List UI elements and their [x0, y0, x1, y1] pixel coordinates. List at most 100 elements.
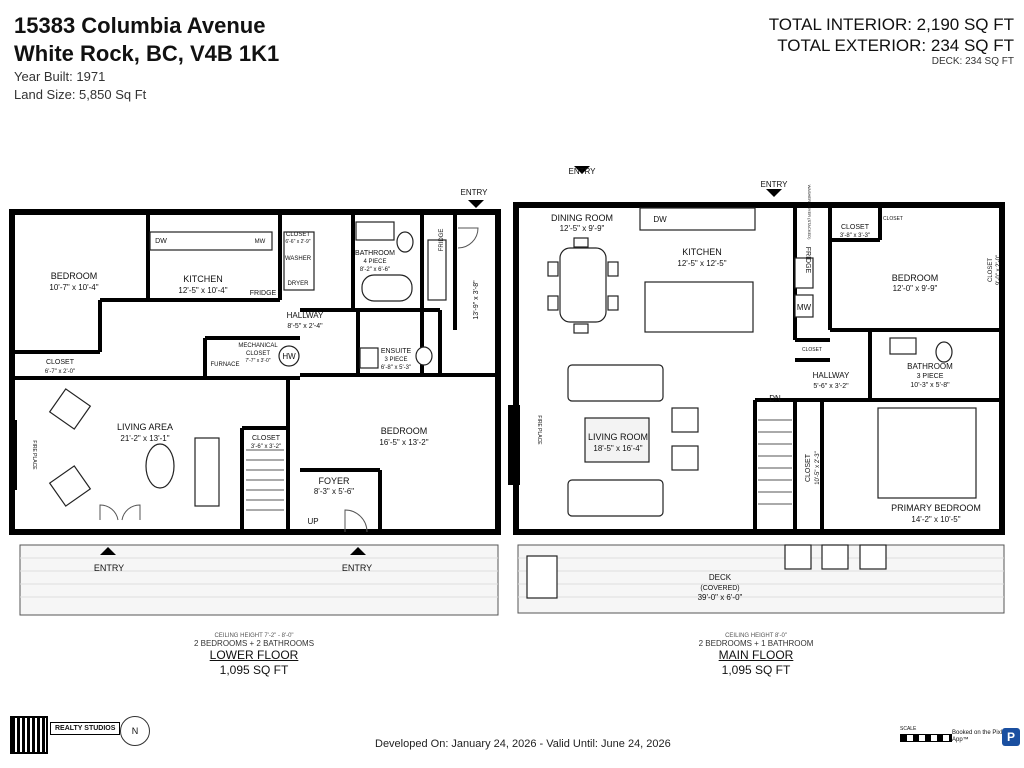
address-street: 15383 Columbia Avenue — [14, 13, 266, 38]
mf-entry-arrow-left-icon — [574, 166, 590, 174]
lf-bedroom2: BEDROOM — [381, 426, 428, 436]
mf-bathroom-dim: 10'-3" x 5'-8" — [910, 382, 950, 389]
mf-hallway-dim: 5'-6" x 3'-2" — [813, 383, 849, 390]
lf-closet-left-dim: 6'-7" x 2'-0" — [45, 369, 75, 375]
lower-floor-caption: CEILING HEIGHT 7'-2" - 8'-0" 2 BEDROOMS … — [154, 633, 354, 677]
land-size: Land Size: 5,850 Sq Ft — [14, 87, 147, 102]
mf-closet-v-dim: 10'-5" x 2'-3" — [815, 451, 821, 485]
lf-bedroom1-dim: 10'-7" x 10'-4" — [49, 283, 98, 292]
booked-on-pixlink: Booked on the Pixlink App™ — [952, 730, 1010, 743]
mf-closet-b: CLOSET — [883, 216, 903, 222]
property-meta: Year Built: 1971 Land Size: 5,850 Sq Ft — [14, 68, 146, 104]
mf-closet-right-dim: 9'-0" x 2'-0" — [996, 255, 1002, 285]
lf-entry-right: ENTRY — [342, 563, 372, 573]
lf-kitchen-label: KITCHEN — [183, 274, 223, 284]
lower-floor-plan: ENTRY BEDROOM 10'-7" x 10'-4" KITCHEN 12… — [9, 188, 501, 616]
lf-ensuite-type: 3 PIECE — [384, 357, 407, 363]
main-floor-caption: CEILING HEIGHT 8'-0" 2 BEDROOMS + 1 BATH… — [656, 633, 856, 677]
mf-dining: DINING ROOM — [551, 213, 613, 223]
lf-side-dim: 13'-9" x 3'-8" — [473, 280, 480, 320]
mf-rooms-summary: 2 BEDROOMS + 1 BATHROOM — [698, 639, 814, 648]
lf-dryer: DRYER — [288, 281, 310, 287]
lf-area: 1,095 SQ FT — [219, 663, 289, 677]
lf-entry-top: ENTRY — [461, 188, 489, 197]
lf-bedroom1-label: BEDROOM — [51, 271, 98, 281]
mf-ceiling: CEILING HEIGHT 8'-0" — [725, 633, 787, 639]
total-interior: TOTAL INTERIOR: 2,190 SQ FT — [768, 15, 1014, 34]
year-built: Year Built: 1971 — [14, 69, 106, 84]
mf-deck-dim: 39'-0" x 6'-0" — [698, 593, 743, 602]
entry-arrow-right-icon — [350, 547, 366, 555]
mf-deck-covered: (COVERED) — [700, 585, 739, 592]
lf-fridge-right: FRIDGE — [439, 229, 445, 252]
mf-dw: DW — [653, 215, 667, 224]
scale-bar — [900, 734, 952, 742]
mf-closet-a-dim: 3'-8" x 3'-3" — [840, 233, 870, 239]
lf-fireplace: FIRE PLACE — [31, 440, 37, 470]
mf-primary: PRIMARY BEDROOM — [891, 503, 981, 513]
mf-hallway: HALLWAY — [813, 371, 850, 380]
mf-area: 1,095 SQ FT — [721, 663, 791, 677]
entry-arrow-top-icon — [468, 200, 484, 208]
lf-living: LIVING AREA — [117, 422, 173, 432]
lf-closet-top: CLOSET — [286, 232, 310, 238]
lf-up: UP — [307, 517, 318, 526]
mf-bathroom-type: 3 PIECE — [917, 373, 944, 380]
mf-dining-dim: 12'-5" x 9'-9" — [560, 224, 605, 233]
lf-name: LOWER FLOOR — [209, 648, 299, 662]
mf-living: LIVING ROOM — [588, 432, 648, 442]
lf-closet-left: CLOSET — [46, 359, 75, 366]
lf-mech-dim: 7'-7" x 3'-0" — [245, 358, 270, 364]
lf-furnace: FURNACE — [210, 362, 239, 368]
lf-entry-left: ENTRY — [94, 563, 124, 573]
lf-closet-mid: CLOSET — [252, 435, 281, 442]
address-line1: 15383 Columbia Avenue White Rock, BC, V4… — [14, 12, 279, 68]
lf-living-dim: 21'-2" x 13'-1" — [120, 434, 169, 443]
address-city: White Rock, BC, V4B 1K1 — [14, 41, 280, 66]
scale-label: SCALE — [900, 726, 917, 732]
mf-washer: WASHER DRYER (STACKED) — [807, 185, 812, 240]
realty-studios-logo: REALTY STUDIOS — [50, 722, 121, 735]
mf-fireplace: FIRE PLACE — [536, 415, 542, 445]
lf-hallway: HALLWAY — [287, 311, 324, 320]
mf-kitchen-dim: 12'-5" x 12'-5" — [677, 259, 726, 268]
lf-fridge: FRIDGE — [250, 290, 277, 297]
entry-arrow-left-icon — [100, 547, 116, 555]
mf-dn: DN — [769, 394, 781, 403]
lf-ensuite: ENSUITE — [381, 348, 412, 355]
mf-closet-v: CLOSET — [805, 453, 812, 482]
lf-mech2: CLOSET — [246, 351, 270, 357]
mf-closet-small: CLOSET — [802, 347, 822, 353]
mf-entry-right: ENTRY — [761, 180, 789, 189]
mf-bedroom-dim: 12'-0" x 9'-9" — [893, 284, 938, 293]
pixlink-logo-icon: P — [1002, 728, 1020, 746]
lf-closet-mid-dim: 3'-6" x 3'-2" — [251, 444, 281, 450]
lf-foyer-dim: 8'-3" x 5'-6" — [314, 487, 354, 496]
mf-kitchen: KITCHEN — [682, 247, 722, 257]
total-exterior: TOTAL EXTERIOR: 234 SQ FT — [777, 36, 1014, 55]
mf-entry-arrow-right-icon — [766, 189, 782, 197]
lf-dw: DW — [155, 238, 167, 245]
lf-kitchen-dim: 12'-5" x 10'-4" — [178, 286, 227, 295]
mf-mw: MW — [797, 303, 812, 312]
lf-mech: MECHANICAL — [238, 343, 278, 349]
deck-area: DECK: 234 SQ FT — [931, 56, 1014, 67]
qr-code-icon — [10, 716, 48, 754]
mf-fridge: FRIDGE — [804, 247, 811, 274]
mf-closet-right: CLOSET — [988, 258, 994, 282]
mf-bathroom: BATHROOM — [907, 362, 953, 371]
mf-primary-dim: 14'-2" x 10'-5" — [911, 515, 960, 524]
lf-bathroom: BATHROOM — [355, 250, 395, 257]
lf-closet-top-dim: 6'-6" x 2'-9" — [285, 239, 310, 245]
mf-name: MAIN FLOOR — [718, 648, 794, 662]
mf-bedroom: BEDROOM — [892, 273, 939, 283]
lf-bathroom-type: 4 PIECE — [363, 259, 386, 265]
lf-bedroom2-dim: 16'-5" x 13'-2" — [379, 438, 428, 447]
main-floor-plan: ENTRY ENTRY DINING ROOM 12'-5" x 9'-9" D… — [508, 166, 1005, 614]
mf-closet-a: CLOSET — [841, 224, 870, 231]
lf-mw: MW — [255, 239, 266, 245]
lf-hallway-dim: 8'-5" x 2'-4" — [287, 323, 323, 330]
north-arrow-icon: N — [120, 716, 150, 746]
lf-washer: WASHER — [285, 256, 312, 262]
